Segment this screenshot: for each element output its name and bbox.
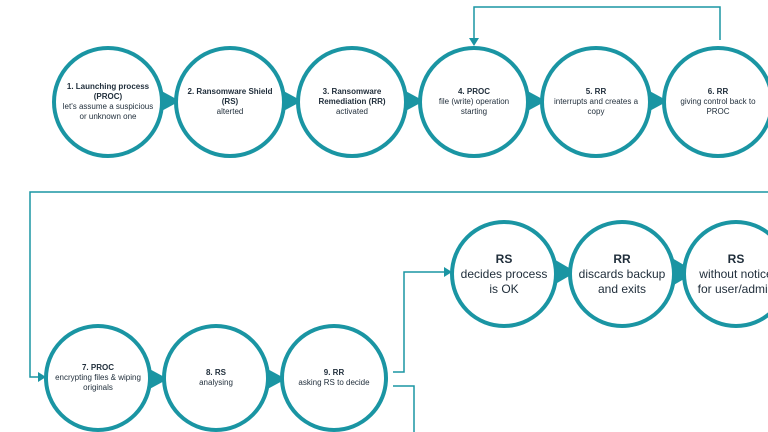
branch-down-connector [393,385,415,432]
step-title: 8. RS [205,368,226,377]
step-desc: asking RS to decide [298,378,370,387]
row-link-connector [29,191,768,378]
step-desc: interrupts and creates a copy [553,97,639,116]
loop-connector [473,6,721,40]
step-7-proc-encrypting: 7. PROC encrypting files & wiping origin… [44,324,152,432]
step-desc: decides process is OK [460,266,548,296]
step-desc: discards backup and exits [578,266,666,296]
step-desc: encrypting files & wiping originals [55,373,141,392]
step-title: 3. Ransomware Remediation (RR) [318,87,386,106]
step-4-proc-write: 4. PROC file (write) operation starting [418,46,530,158]
step-desc: let's assume a suspicious or unknown one [62,102,154,121]
step-title: 4. PROC [457,87,490,96]
branch-ok-connector [393,271,444,373]
step-title: 5. RR [585,87,607,96]
step-desc: without notice for user/admin [697,266,768,296]
step-title: 7. PROC [81,363,114,372]
step-title: 2. Ransomware Shield (RS) [187,87,273,106]
step-3-ransomware-remediation: 3. Ransomware Remediation (RR) activated [296,46,408,158]
branch-ok-arrowhead [444,267,452,277]
branch-ok-rs-no-notice: RS without notice for user/admin [682,220,768,328]
step-desc: giving control back to PROC [680,97,756,116]
step-desc: alterted [216,107,244,116]
step-desc: analysing [199,378,233,387]
step-6-rr-control-back: 6. RR giving control back to PROC [662,46,768,158]
step-title: RS [495,251,513,266]
row-link-arrowhead [38,372,46,382]
step-2-ransomware-shield: 2. Ransomware Shield (RS) alterted [174,46,286,158]
step-8-rs-analysing: 8. RS analysing [162,324,270,432]
branch-ok-rr-discards: RR discards backup and exits [568,220,676,328]
step-title: RS [727,251,745,266]
loop-arrowhead [469,38,479,46]
step-5-rr-copy: 5. RR interrupts and creates a copy [540,46,652,158]
pointer-ok-1 [552,258,576,286]
step-desc: activated [335,107,369,116]
step-title: RR [613,251,631,266]
step-9-rr-asking-rs: 9. RR asking RS to decide [280,324,388,432]
step-title: 9. RR [323,368,345,377]
step-title: 1. Launching process (PROC) [66,82,150,101]
step-desc: file (write) operation starting [438,97,510,116]
branch-ok-rs-decides: RS decides process is OK [450,220,558,328]
step-title: 6. RR [707,87,729,96]
step-1-launching-process: 1. Launching process (PROC) let's assume… [52,46,164,158]
